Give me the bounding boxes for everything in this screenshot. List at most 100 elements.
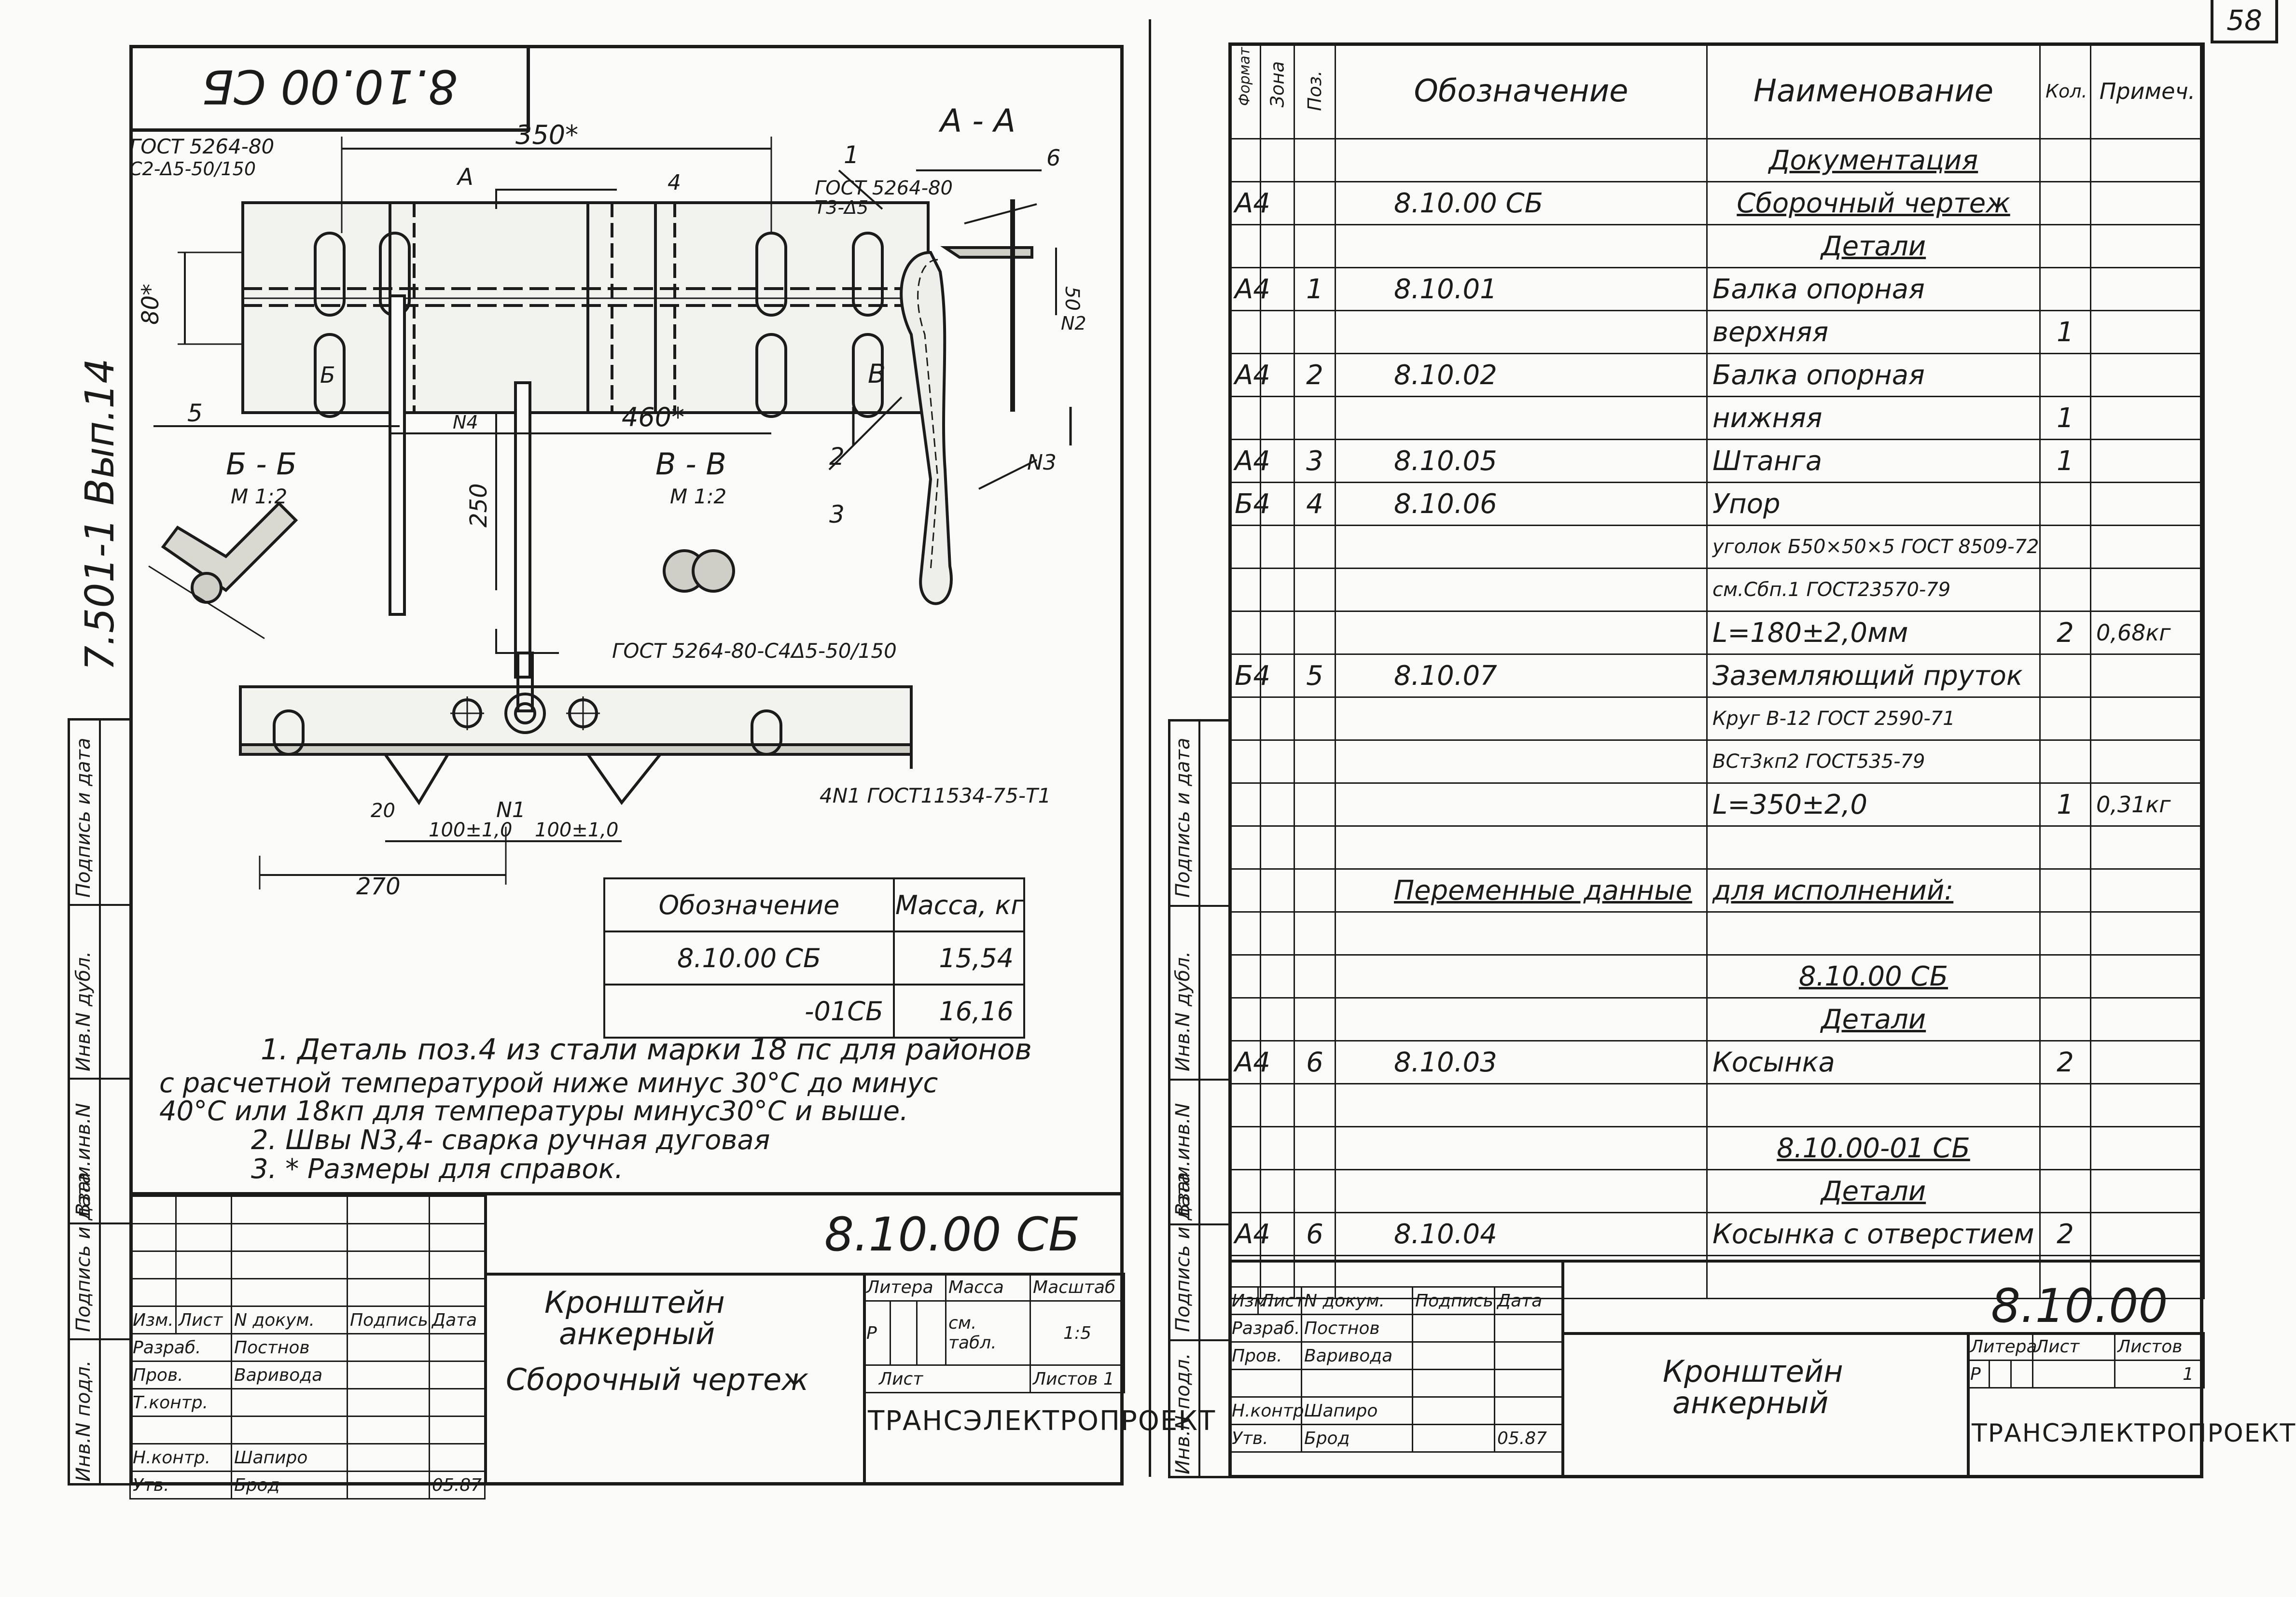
row-name: 8.10.00-01 СБ (1706, 1126, 2041, 1170)
row-format (1228, 954, 1261, 999)
left-margin-strip (68, 718, 129, 1486)
left-tb-org: ТРАНСЭЛЕКТРОПРОЕКТ (868, 1405, 1216, 1437)
scale-value: 1:5 (1030, 1300, 1126, 1366)
tb-person (231, 1388, 348, 1417)
right-tb-code: 8.10.00 (1991, 1279, 2168, 1333)
tb-person (1301, 1369, 1413, 1398)
row-pos (1294, 911, 1336, 956)
spec-row: 8.10.00 СБ (1228, 954, 2205, 999)
row-name: нижняя (1706, 396, 2041, 440)
row-note: 0,31кг (2090, 782, 2205, 827)
row-name: Балка опорная (1706, 353, 2041, 397)
row-qty: 1 (2039, 310, 2091, 354)
dim-100a: 100±1,0 (429, 819, 512, 841)
right-margin-strip (1168, 719, 1228, 1478)
spec-row (1228, 825, 2205, 870)
tb-date: 05.87 (1494, 1424, 1563, 1453)
sheet-divider (1149, 19, 1151, 1477)
left-tb-code: 8.10.00 СБ (824, 1208, 1080, 1262)
row-designation (1335, 396, 1708, 440)
row-zone (1260, 911, 1295, 956)
row-format: А4 (1228, 1040, 1270, 1084)
section-vv: В - В (655, 446, 726, 482)
tb-head: Лист (175, 1305, 232, 1334)
row-format (1228, 396, 1261, 440)
row-zone (1260, 568, 1295, 612)
row-format: А4 (1228, 439, 1270, 483)
row-note (2090, 1083, 2205, 1127)
row-name: Круг В-12 ГОСТ 2590-71 (1706, 696, 2041, 741)
pos-4: 4 (668, 170, 681, 195)
assembly-drawing: ГОСТ 5264-80 С2-Δ5-50/150 350* 80* 460* … (129, 102, 1086, 900)
section-bb-scale: М 1:2 (231, 485, 287, 508)
row-note (2090, 138, 2205, 182)
specification-table: Формат Зона Поз. Обозначение Наименовани… (1228, 42, 2205, 1299)
row-zone (1260, 1212, 1295, 1256)
tb-person: Брод (1301, 1424, 1413, 1453)
mass-cell: 8.10.00 СБ (603, 930, 895, 986)
dim-270: 270 (356, 873, 401, 900)
header-name: Наименование (1706, 42, 2041, 139)
left-lit-table: Литера Масса Масштаб Р см. табл. 1:5 Лис… (863, 1273, 1126, 1393)
row-qty (2039, 267, 2091, 311)
gost-weld-1b: С2-Δ5-50/150 (129, 158, 256, 180)
row-name: Косынка с отверстием (1706, 1212, 2041, 1256)
row-note (2090, 1040, 2205, 1084)
row-designation (1335, 1169, 1708, 1213)
right-title-block: Изм. Лист N докум. Подпись Дата Разраб.П… (1228, 1260, 2295, 1478)
row-zone (1260, 181, 1295, 225)
row-note (2090, 997, 2205, 1042)
row-format (1228, 611, 1261, 655)
gost-weld-2: ГОСТ 5264-80 (815, 177, 953, 199)
row-qty (2039, 224, 2091, 268)
row-designation (1335, 138, 1708, 182)
row-name: Балка опорная (1706, 267, 2041, 311)
row-zone (1260, 611, 1295, 655)
row-format (1228, 739, 1261, 784)
row-format (1228, 310, 1261, 354)
tb-head: N докум. (231, 1305, 348, 1334)
pos-6: 6 (1046, 145, 1060, 171)
header-zone: Зона (1260, 42, 1295, 139)
row-designation: 8.10.02 (1335, 353, 1708, 397)
row-qty (2039, 181, 2091, 225)
tb-head: Подпись (347, 1305, 430, 1334)
row-designation (1335, 525, 1708, 569)
row-designation (1335, 911, 1708, 956)
row-note (2090, 181, 2205, 225)
tb-head: Изм. (129, 1305, 177, 1334)
spec-row: уголок Б50×50×5 ГОСТ 8509-72 (1228, 525, 2205, 569)
left-tb-doctype: Сборочный чертеж (506, 1362, 809, 1397)
header-pos: Поз. (1294, 42, 1336, 139)
spec-row: Детали (1228, 1169, 2205, 1213)
row-designation (1335, 696, 1708, 741)
row-note (2090, 482, 2205, 526)
spec-row (1228, 1083, 2205, 1127)
rotated-code-box: 8.10.00 СБ (129, 45, 530, 132)
tb-role: Н.контр. (1228, 1396, 1309, 1425)
row-format (1228, 825, 1261, 870)
album-code: 7.501-1 Вып.14 (77, 358, 123, 671)
row-name: Документация (1706, 138, 2041, 182)
row-pos (1294, 138, 1336, 182)
tb-person: Вариводa (231, 1361, 348, 1389)
dim-80: 80* (137, 284, 164, 325)
row-name: Упор (1706, 482, 2041, 526)
lit-header: Лист (2032, 1332, 2116, 1361)
dim-250: 250 (465, 483, 492, 528)
row-note (2090, 1169, 2205, 1213)
row-name: для исполнений: (1706, 868, 2041, 913)
row-pos (1294, 954, 1336, 999)
row-qty: 2 (2039, 1040, 2091, 1084)
lit-value: Р (863, 1300, 891, 1366)
row-pos (1294, 1126, 1336, 1170)
row-name: Сборочный чертеж (1706, 181, 2041, 225)
cut-b: Б (320, 362, 335, 388)
row-note (2090, 1212, 2205, 1256)
note-2: 2. Швы N3,4- сварка ручная дуговая (251, 1125, 770, 1156)
row-designation (1335, 568, 1708, 612)
